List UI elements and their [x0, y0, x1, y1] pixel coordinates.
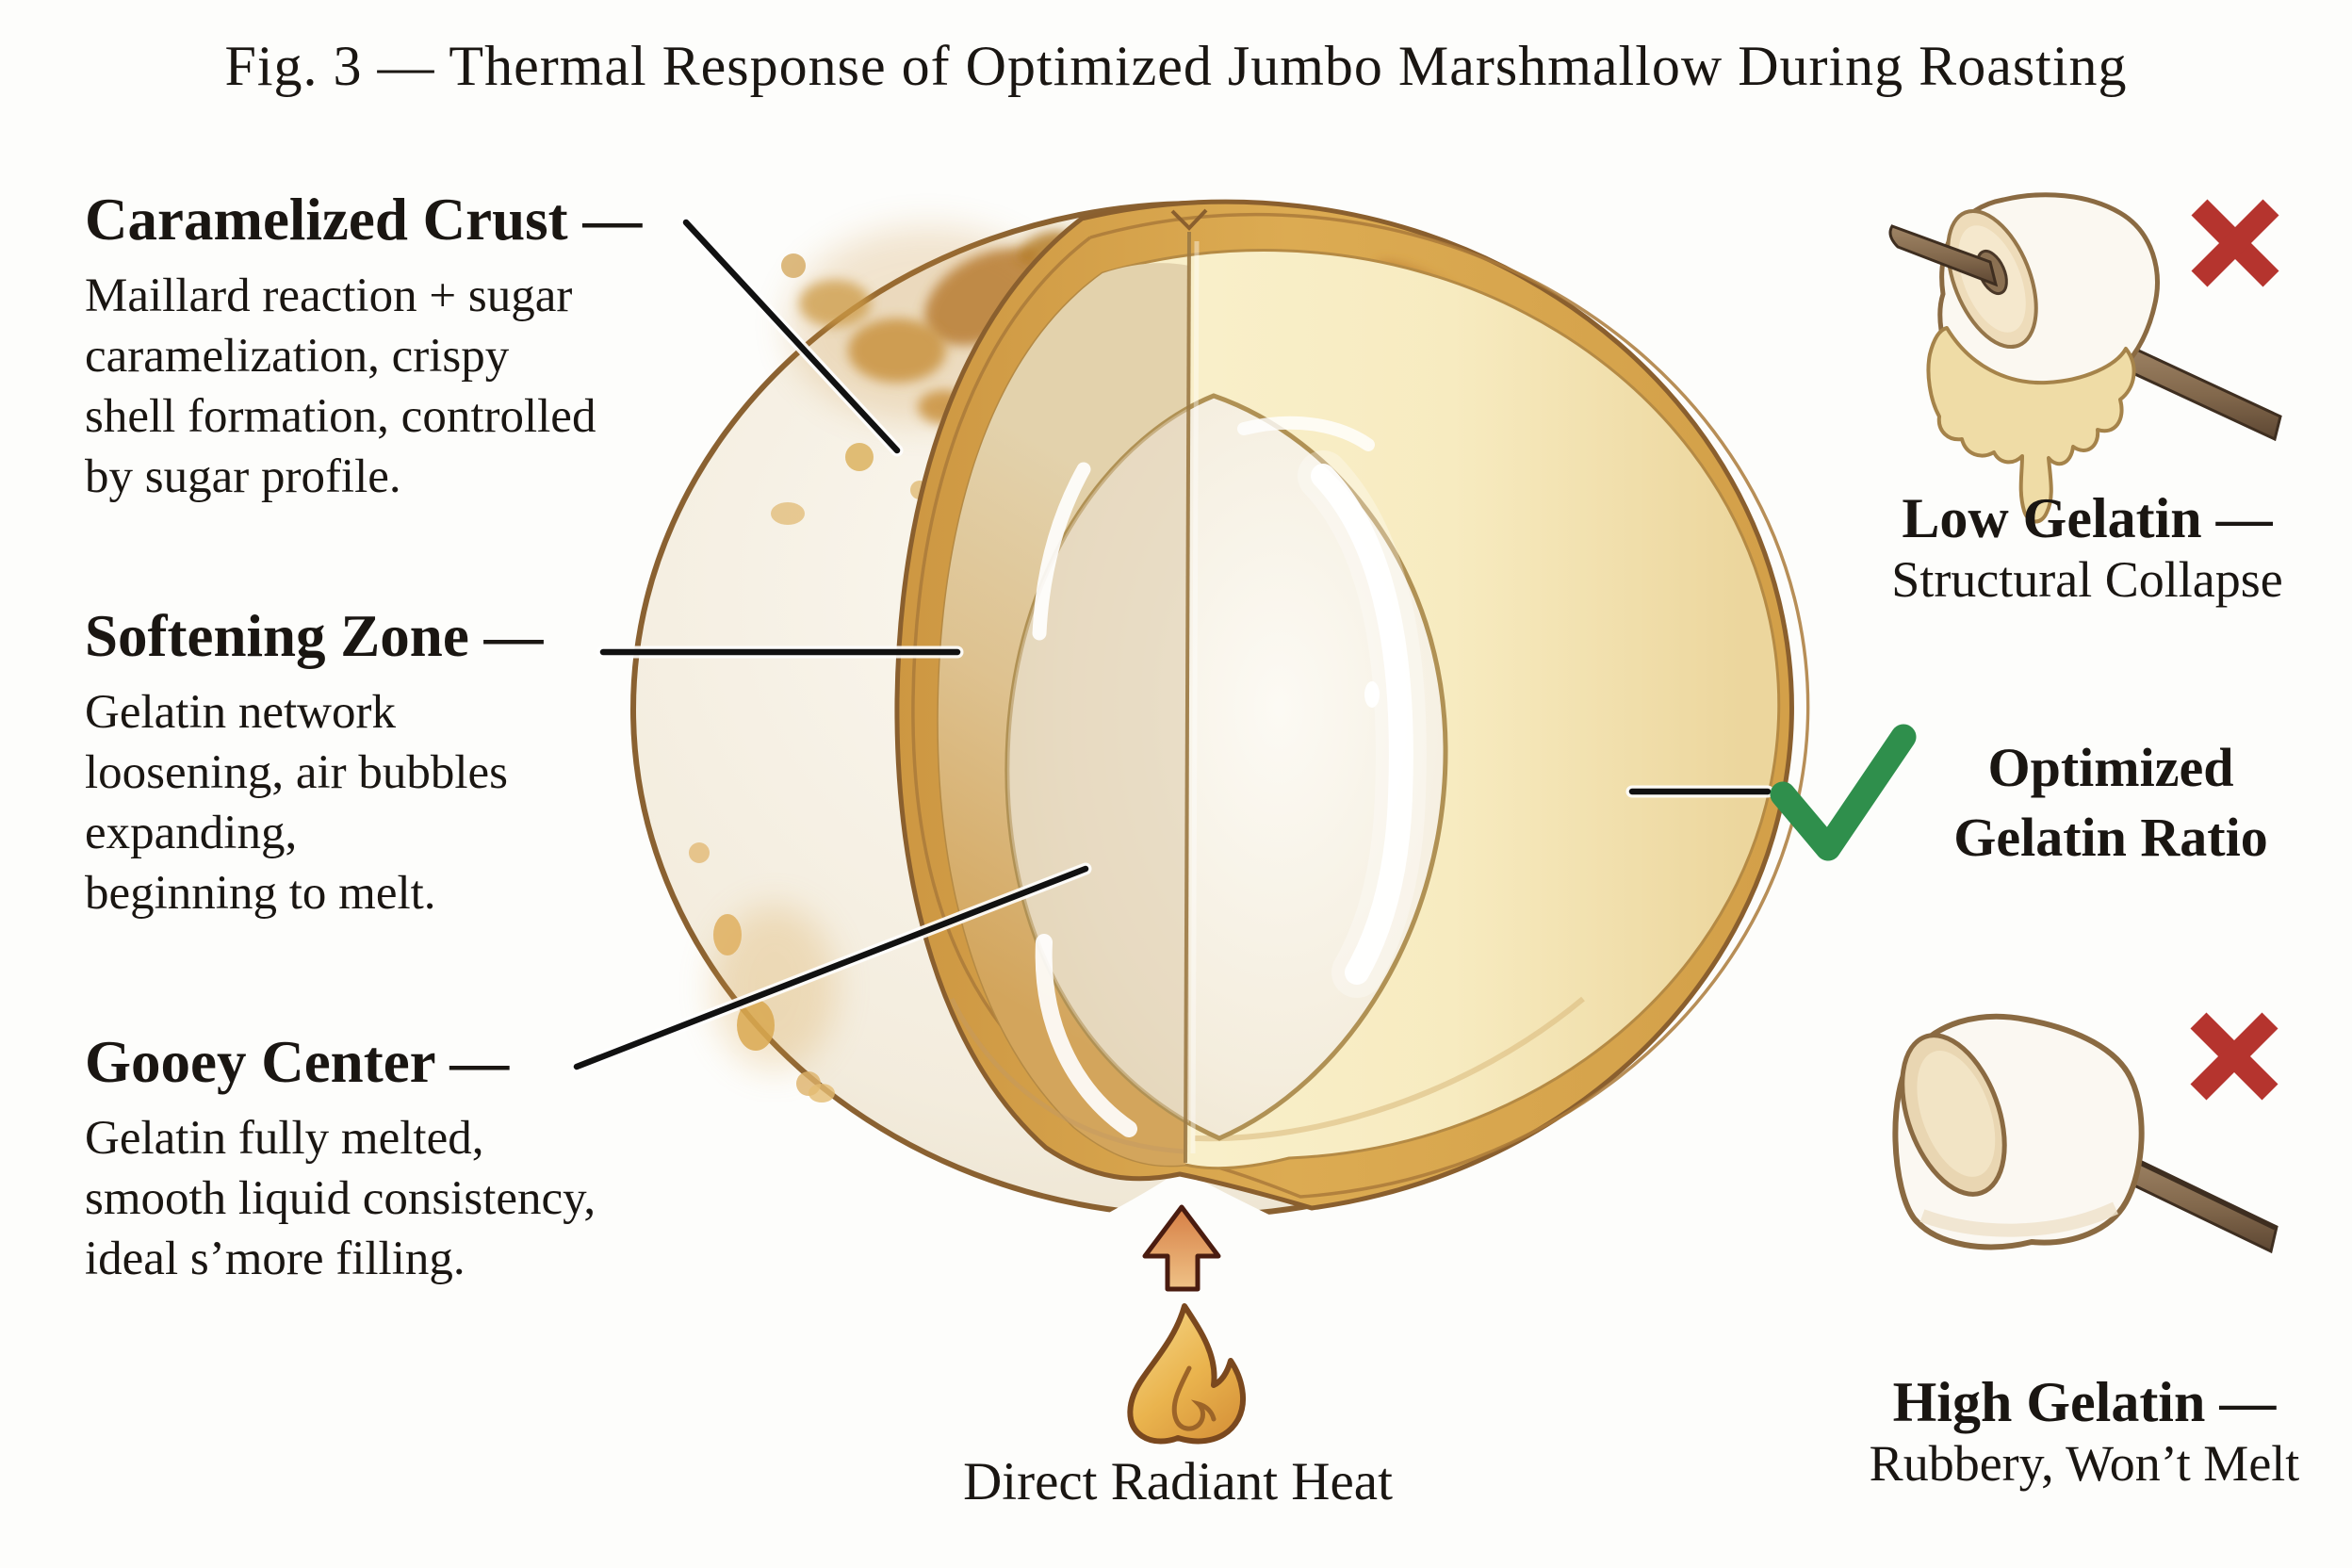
callout-caramelized-crust: Caramelized Crust — Maillard reaction + …	[85, 187, 642, 507]
callout-body: Gelatin fully melted, smooth liquid cons…	[85, 1108, 596, 1289]
face-wave-right	[1194, 996, 1585, 1142]
callout-gooey-center: Gooey Center — Gelatin fully melted, smo…	[85, 1029, 596, 1289]
callout-heading: Softening Zone —	[85, 603, 544, 669]
callout-text-line: loosening, air bubbles	[85, 746, 509, 799]
firm-marshmallow-shading	[1919, 1201, 2118, 1237]
roasting-stick-tip	[1888, 224, 1999, 287]
flame-icon	[1127, 1303, 1247, 1445]
callout-line-gooey-center	[570, 862, 1092, 1073]
callout-text-line: smooth liquid consistency,	[85, 1172, 596, 1225]
high-gelatin-heading: High Gelatin —	[1892, 1371, 2277, 1433]
label-low-gelatin: Low Gelatin — Structural Collapse	[1819, 486, 2352, 609]
cut-seam-highlight	[1190, 240, 1200, 1154]
high-gelatin-subheading: Rubbery, Won’t Melt	[1869, 1435, 2300, 1492]
callout-text-line: by sugar profile.	[85, 450, 401, 503]
top-seam-notch	[1170, 208, 1208, 231]
check-icon	[1770, 724, 1917, 861]
up-arrow-icon	[1142, 1204, 1221, 1292]
marshmallow-cutaway-illustration	[630, 199, 1810, 1253]
firm-marshmallow-illustration	[1892, 1012, 2278, 1254]
optimized-heading-line2: Gelatin Ratio	[1953, 807, 2268, 868]
roasting-stick-back	[2111, 338, 2282, 442]
callout-body: Gelatin network loosening, air bubbles e…	[85, 682, 544, 923]
callout-heading: Caramelized Crust —	[85, 187, 643, 253]
gooey-center-highlights	[1032, 416, 1427, 1137]
callout-text-line: Gelatin fully melted,	[85, 1112, 484, 1165]
callout-text-line: beginning to melt.	[85, 867, 436, 920]
callout-text-line: caramelization, crispy	[85, 330, 510, 383]
melting-marshmallow-illustration	[1888, 192, 2282, 524]
callout-body: Maillard reaction + sugar caramelization…	[85, 266, 642, 507]
melting-drips	[1926, 326, 2136, 524]
label-high-gelatin: High Gelatin — Rubbery, Won’t Melt	[1821, 1370, 2348, 1493]
x-mark-icon	[2191, 199, 2279, 287]
label-optimized-gelatin-ratio: Optimized Gelatin Ratio	[1913, 733, 2309, 873]
callout-text-line: Gelatin network	[85, 686, 396, 739]
x-mark-icon	[2190, 1012, 2278, 1101]
optimized-heading-line1: Optimized	[1987, 737, 2234, 798]
heat-source-label: Direct Radiant Heat	[963, 1452, 1393, 1511]
cut-seam-line	[1184, 231, 1191, 1164]
callout-leader-lines	[570, 216, 1774, 1073]
callout-line-caramelized-crust	[679, 216, 904, 457]
callout-text-line: expanding,	[85, 807, 298, 859]
callout-text-line: Maillard reaction + sugar	[85, 270, 573, 322]
callout-softening-zone: Softening Zone — Gelatin network looseni…	[85, 603, 544, 923]
callout-text-line: shell formation, controlled	[85, 390, 596, 443]
face-wave-left	[949, 997, 1184, 1154]
callout-heading: Gooey Center —	[85, 1029, 510, 1095]
low-gelatin-subheading: Structural Collapse	[1891, 551, 2283, 608]
heat-source-group	[1127, 1204, 1247, 1445]
crust-inner-line	[911, 212, 1810, 1199]
toasted-spots-lower	[689, 842, 837, 1102]
low-gelatin-heading: Low Gelatin —	[1902, 487, 2273, 549]
callout-text-line: ideal s’more filling.	[85, 1233, 466, 1285]
figure-title: Fig. 3 — Thermal Response of Optimized J…	[224, 35, 2128, 97]
